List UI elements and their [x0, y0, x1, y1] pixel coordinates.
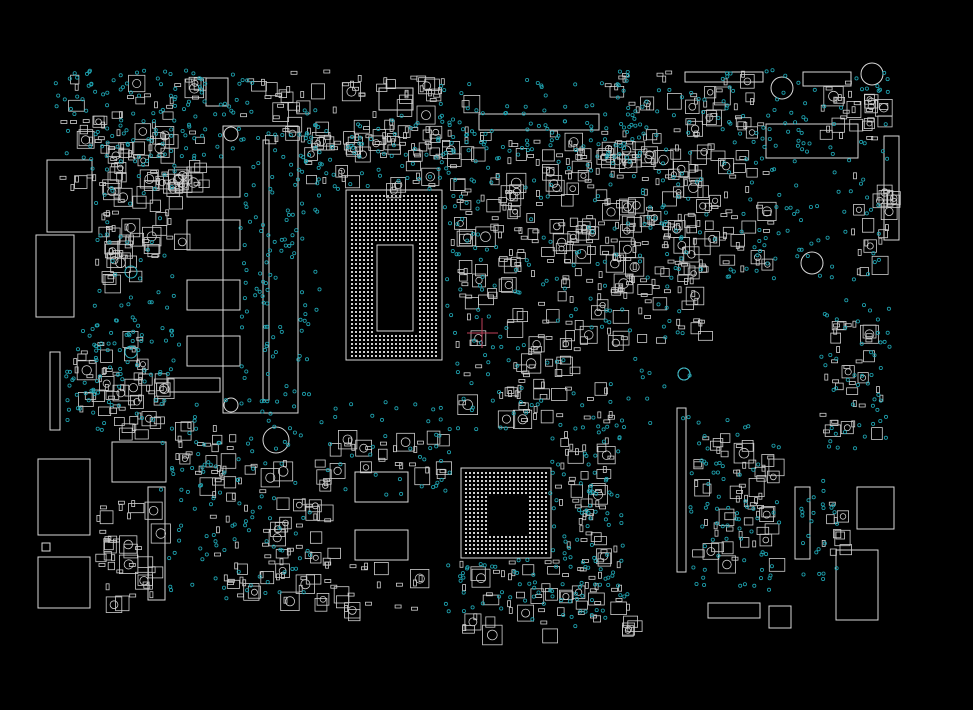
connector-j3[interactable] — [49, 351, 61, 431]
memory-chip-5[interactable] — [354, 471, 409, 503]
dimm-pin-row[interactable] — [262, 139, 270, 401]
pch-outline[interactable] — [460, 467, 552, 559]
cpu-ball-grid — [351, 195, 437, 357]
memory-chip-4[interactable] — [186, 335, 241, 367]
right-lower-connectors[interactable] — [676, 367, 895, 629]
connector[interactable] — [802, 71, 852, 87]
connector-bottom[interactable] — [707, 602, 761, 619]
component-switch[interactable] — [768, 605, 792, 629]
memory-chip-6[interactable] — [354, 529, 409, 561]
connector-vertical-2[interactable] — [794, 486, 811, 560]
connector-right-upper[interactable] — [765, 123, 859, 159]
connector-j1[interactable] — [46, 159, 93, 233]
mount-hole[interactable] — [800, 251, 824, 275]
mount-hole[interactable] — [223, 126, 239, 142]
mount-hole[interactable] — [770, 76, 794, 100]
connector-right-edge[interactable] — [883, 135, 900, 241]
connector-vertical-1[interactable] — [676, 407, 687, 573]
connector-j2[interactable] — [35, 234, 75, 318]
memory-chip-2[interactable] — [186, 219, 241, 251]
pch-bga[interactable] — [460, 467, 552, 559]
connector-top-ribbon[interactable] — [478, 113, 600, 131]
top-connectors[interactable] — [205, 62, 900, 275]
memory-area[interactable] — [167, 125, 299, 414]
mount-hole[interactable] — [223, 397, 239, 413]
lower-chips[interactable] — [262, 426, 409, 561]
connector-j4[interactable] — [37, 458, 91, 536]
memory-chip-3[interactable] — [186, 279, 241, 311]
probe-marker[interactable] — [467, 318, 498, 348]
component-bracket[interactable] — [856, 486, 895, 530]
cpu-bga[interactable] — [345, 189, 443, 361]
cpu-die-cutout[interactable] — [376, 244, 414, 332]
component[interactable] — [167, 377, 221, 393]
connector-corner[interactable] — [835, 549, 879, 621]
mount-hole[interactable] — [860, 62, 884, 86]
connector-j5[interactable] — [37, 556, 91, 609]
component-u-left[interactable] — [111, 441, 167, 483]
small-components — [59, 69, 901, 646]
pch-ball-grid — [465, 472, 547, 554]
dimm-socket[interactable] — [222, 125, 299, 414]
component[interactable] — [41, 542, 51, 552]
via-field — [53, 68, 892, 629]
component[interactable] — [378, 87, 414, 111]
component[interactable] — [205, 77, 229, 107]
